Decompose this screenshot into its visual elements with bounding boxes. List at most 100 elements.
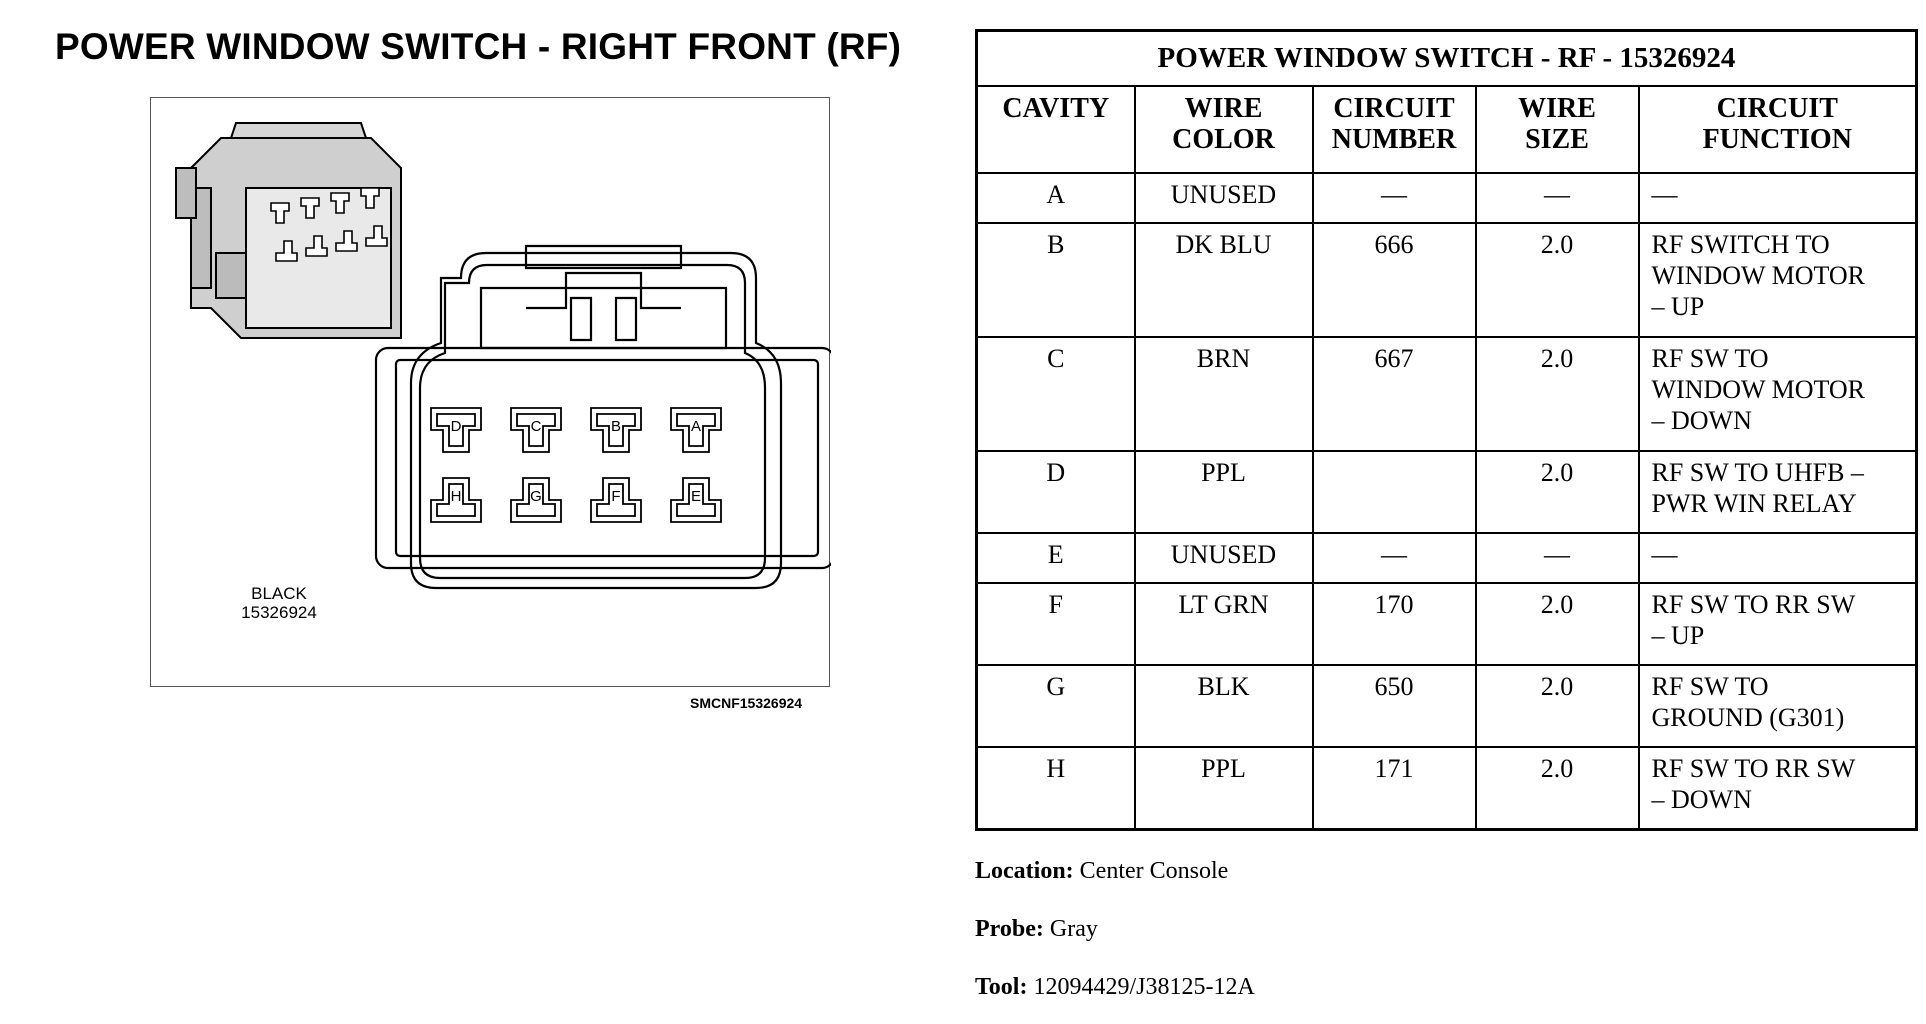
header-circuit-function-line2: FUNCTION: [1702, 124, 1852, 155]
connector-part-number: 15326924: [241, 603, 317, 622]
cavity-terminal-inner: [596, 483, 636, 517]
circuit-function-line: RF SW TO RR SW: [1651, 590, 1856, 619]
wire-size-cell: 2.0: [1474, 336, 1640, 452]
circuit-function-line: RF SW TO UHFB –: [1651, 458, 1864, 487]
location-note: Location: Center Console: [975, 858, 1228, 885]
cavity-cell: C: [975, 336, 1136, 452]
connector-front-view: [374, 244, 831, 590]
circuit-number-cell: —: [1311, 532, 1477, 584]
cavity-terminal: [430, 477, 482, 523]
location-label: Location:: [975, 858, 1074, 884]
cavity-terminal: [590, 407, 642, 453]
header-wire-size-line1: WIRE: [1518, 93, 1596, 124]
cavity-cell: G: [975, 664, 1136, 748]
header-wire-color: WIRE COLOR: [1133, 85, 1314, 174]
tool-value: 12094429/J38125-12A: [1033, 974, 1255, 1000]
cavity-cell: B: [975, 222, 1136, 338]
header-circuit-number-line2: NUMBER: [1331, 124, 1457, 155]
pinout-table: POWER WINDOW SWITCH - RF - 15326924 CAVI…: [975, 29, 1918, 831]
cavity-terminal: [510, 407, 562, 453]
wire-size-cell: —: [1474, 172, 1640, 224]
circuit-function-line: —: [1651, 180, 1678, 209]
wire-size-cell: 2.0: [1474, 664, 1640, 748]
probe-value: Gray: [1049, 916, 1098, 942]
circuit-number-cell: —: [1311, 172, 1477, 224]
cavity-terminal-inner: [596, 413, 636, 447]
header-cavity: CAVITY: [975, 85, 1136, 174]
wire-color-cell: DK BLU: [1133, 222, 1314, 338]
circuit-number-cell: 667: [1311, 336, 1477, 452]
location-value: Center Console: [1079, 858, 1229, 884]
wire-size-cell: 2.0: [1474, 746, 1640, 830]
table-header-row: CAVITY WIRE COLOR CIRCUIT NUMBER WIRE SI…: [975, 85, 1918, 174]
circuit-function-line: GROUND (G301): [1651, 703, 1845, 732]
circuit-function-line: – UP: [1651, 621, 1705, 650]
wire-color-cell: PPL: [1133, 746, 1314, 830]
cavity-cell: E: [975, 532, 1136, 584]
wire-color-cell: UNUSED: [1133, 532, 1314, 584]
cavity-terminal-inner: [676, 413, 716, 447]
wire-color-cell: LT GRN: [1133, 582, 1314, 666]
wire-size-cell: 2.0: [1474, 582, 1640, 666]
header-wire-color-line1: WIRE: [1184, 93, 1263, 124]
wire-color-cell: PPL: [1133, 450, 1314, 534]
header-circuit-number: CIRCUIT NUMBER: [1311, 85, 1477, 174]
connector-3d-terminals: [270, 187, 388, 262]
cavity-letter: C: [531, 418, 542, 435]
circuit-function-line: RF SWITCH TO: [1651, 230, 1830, 259]
circuit-function-cell: RF SW TO RR SW– UP: [1637, 582, 1918, 666]
circuit-number-cell: 650: [1311, 664, 1477, 748]
wire-color-cell: BLK: [1133, 664, 1314, 748]
wire-color-cell: BRN: [1133, 336, 1314, 452]
cavity-terminal-inner: [436, 413, 476, 447]
wire-color-cell: UNUSED: [1133, 172, 1314, 224]
cavity-terminal: [590, 477, 642, 523]
circuit-function-line: RF SW TO: [1651, 672, 1769, 701]
cavity-cell: F: [975, 582, 1136, 666]
circuit-function-line: – UP: [1651, 292, 1705, 321]
wire-size-cell: 2.0: [1474, 222, 1640, 338]
probe-label: Probe:: [975, 916, 1044, 942]
cavity-letter: D: [451, 418, 462, 435]
tool-note: Tool: 12094429/J38125-12A: [975, 974, 1255, 1001]
circuit-number-cell: 170: [1311, 582, 1477, 666]
wire-size-cell: —: [1474, 532, 1640, 584]
probe-note: Probe: Gray: [975, 916, 1098, 943]
cavity-letter: G: [530, 488, 542, 505]
cavity-terminal: [670, 477, 722, 523]
connector-color: BLACK: [251, 584, 307, 603]
circuit-function-line: RF SW TO RR SW: [1651, 754, 1856, 783]
cavity-cell: H: [975, 746, 1136, 830]
circuit-number-cell: 666: [1311, 222, 1477, 338]
circuit-function-line: – DOWN: [1651, 406, 1752, 435]
header-circuit-function-line1: CIRCUIT: [1716, 93, 1838, 124]
table-title: POWER WINDOW SWITCH - RF - 15326924: [975, 29, 1918, 87]
cavity-terminal: [670, 407, 722, 453]
cavity-letter: H: [451, 488, 462, 505]
cavity-terminal-inner: [676, 483, 716, 517]
header-circuit-function: CIRCUIT FUNCTION: [1637, 85, 1918, 174]
circuit-number-cell: [1311, 450, 1477, 534]
circuit-function-line: PWR WIN RELAY: [1651, 489, 1857, 518]
cavity-cell: D: [975, 450, 1136, 534]
header-cavity-text: CAVITY: [1002, 93, 1110, 124]
circuit-function-cell: —: [1637, 172, 1918, 224]
circuit-function-line: RF SW TO: [1651, 344, 1769, 373]
circuit-function-cell: RF SW TO UHFB –PWR WIN RELAY: [1637, 450, 1918, 534]
circuit-function-cell: RF SW TO RR SW– DOWN: [1637, 746, 1918, 830]
header-circuit-number-line1: CIRCUIT: [1333, 93, 1455, 124]
cavity-letter: E: [691, 488, 701, 505]
tool-label: Tool:: [975, 974, 1028, 1000]
